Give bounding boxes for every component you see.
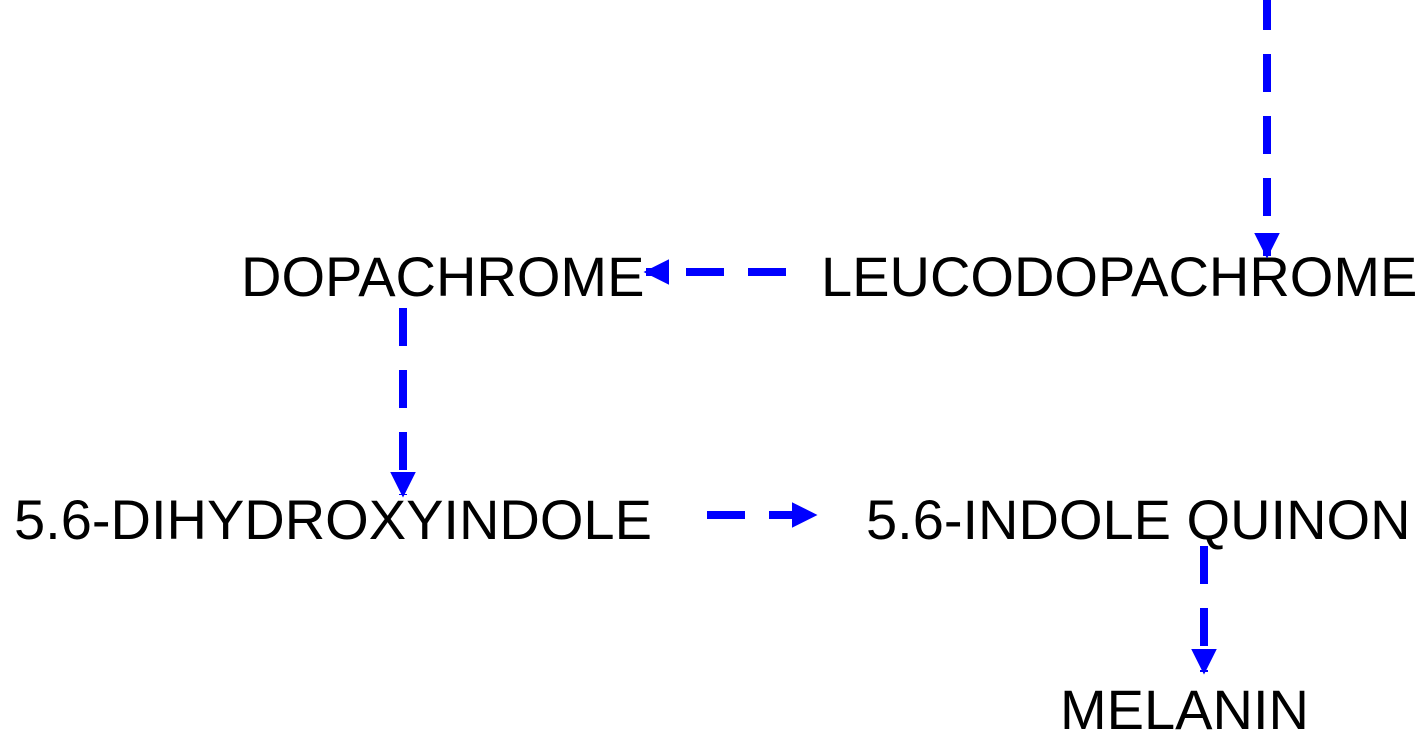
node-indole-quinon: 5.6-INDOLE QUINON: [866, 488, 1411, 551]
node-melanin: MELANIN: [1060, 678, 1309, 733]
node-dopachrome: DOPACHROME: [241, 245, 644, 308]
node-leucodopachrome: LEUCODOPACHROME: [821, 245, 1417, 308]
node-dihydroxyindole: 5.6-DIHYDROXYINDOLE: [14, 488, 652, 551]
